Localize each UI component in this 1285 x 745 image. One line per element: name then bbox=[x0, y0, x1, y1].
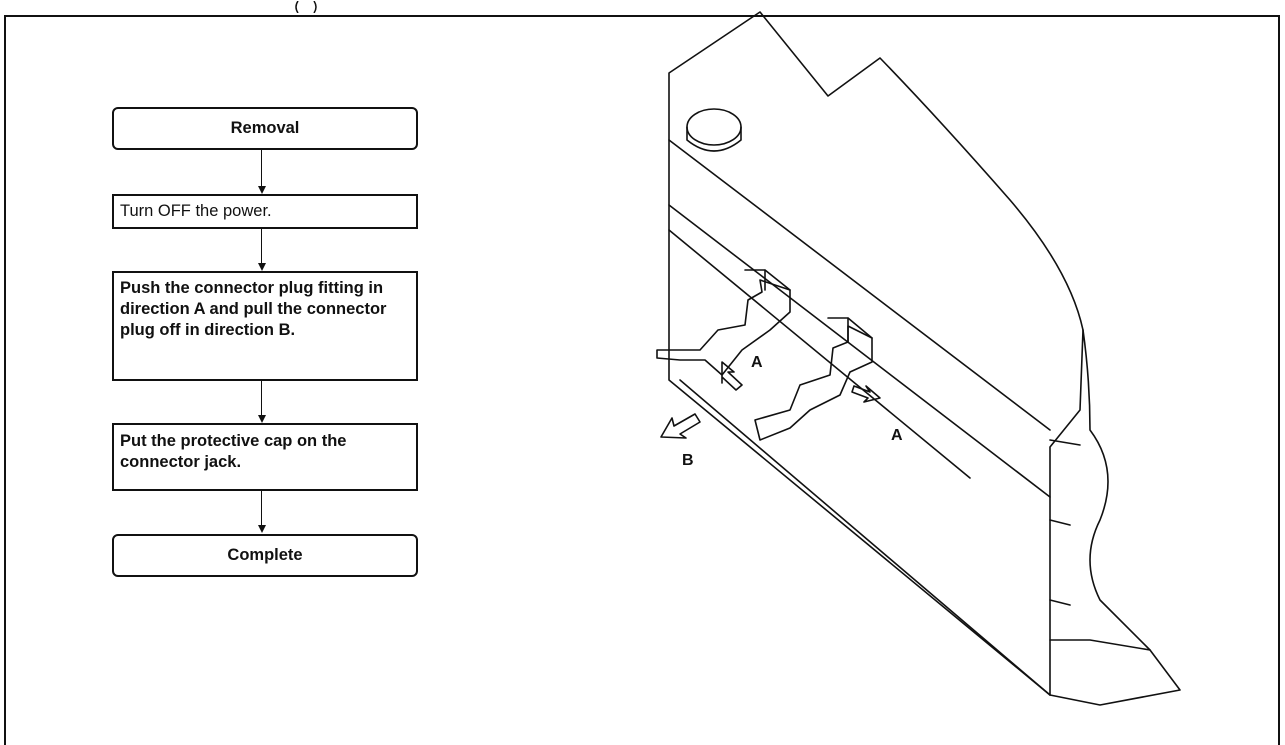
header-parentheses-fragment bbox=[292, 0, 322, 14]
flow-arrow-4 bbox=[258, 525, 266, 533]
flow-step-turn-off: Turn OFF the power. bbox=[112, 194, 418, 229]
flow-connector-3 bbox=[261, 381, 262, 417]
flow-step-turn-off-label: Turn OFF the power. bbox=[120, 202, 272, 220]
arrow-a-right-icon bbox=[851, 385, 881, 403]
flow-step-put-cap-label: Put the protective cap on the connector … bbox=[120, 432, 347, 471]
flow-arrow-1 bbox=[258, 186, 266, 194]
label-a-left: A bbox=[751, 354, 763, 371]
flow-step-complete-label: Complete bbox=[227, 546, 303, 564]
flow-step-push-pull: Push the connector plug fitting in direc… bbox=[112, 271, 418, 381]
flow-step-push-pull-label: Push the connector plug fitting in direc… bbox=[120, 279, 387, 339]
flow-connector-2 bbox=[261, 229, 262, 265]
parentheses-icon bbox=[295, 0, 317, 14]
flow-connector-1 bbox=[261, 150, 262, 188]
flow-connector-4 bbox=[261, 491, 262, 527]
flow-step-removal: Removal bbox=[112, 107, 418, 150]
figure-frame bbox=[4, 15, 1280, 745]
right-break-curve bbox=[1082, 329, 1151, 651]
module-top-edge bbox=[668, 204, 1051, 498]
arrow-b-icon bbox=[660, 413, 701, 439]
arrow-a-left-icon bbox=[721, 361, 743, 391]
flow-arrow-3 bbox=[258, 415, 266, 423]
module-base-plate bbox=[1049, 639, 1181, 706]
flow-step-removal-label: Removal bbox=[230, 119, 300, 137]
flow-arrow-2 bbox=[258, 263, 266, 271]
flow-step-complete: Complete bbox=[112, 534, 418, 577]
module-lower-line bbox=[668, 229, 971, 479]
module-outline bbox=[668, 11, 1084, 696]
label-b: B bbox=[682, 452, 694, 469]
module-front-edge bbox=[668, 139, 1051, 431]
label-a-right: A bbox=[891, 427, 903, 444]
top-knob bbox=[686, 108, 742, 146]
flow-step-put-cap: Put the protective cap on the connector … bbox=[112, 423, 418, 491]
plug-left bbox=[656, 279, 791, 376]
